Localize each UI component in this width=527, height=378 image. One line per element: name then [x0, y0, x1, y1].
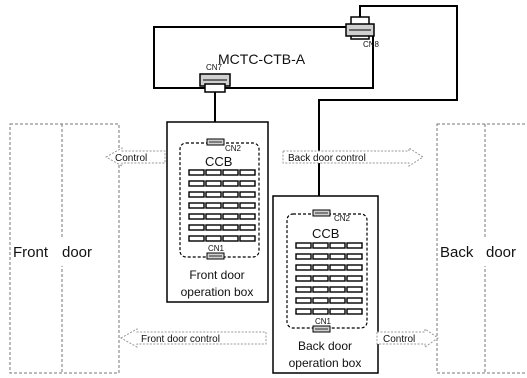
front-terminal-row	[188, 224, 256, 231]
front-cn1-label: CN1	[208, 244, 225, 253]
cn7-label: CN7	[206, 63, 223, 72]
back-terminal-row	[295, 242, 363, 249]
back-terminal-row	[295, 275, 363, 282]
front-terminal-row	[188, 191, 256, 198]
front-box-caption-2: operation box	[181, 285, 254, 299]
front-door-control-arrow: Front door control	[119, 328, 267, 348]
cn8-connector	[345, 16, 375, 40]
back-cn2-connector	[312, 209, 331, 217]
front-terminal-row	[188, 202, 256, 209]
front-box-caption-1: Front door	[189, 268, 244, 282]
cable-cn8-to-back-box	[318, 5, 458, 210]
back-cn1-connector	[312, 325, 331, 333]
mctc-ctb-a-board	[153, 26, 374, 89]
front-terminal-row	[188, 213, 256, 220]
back-terminal-row	[295, 253, 363, 260]
back-door-control-label: Back door control	[288, 153, 366, 164]
back-door-word2: door	[486, 244, 516, 261]
back-ccb-title: CCB	[312, 226, 339, 241]
front-door-word1: Front	[13, 244, 49, 261]
front-cn1-connector	[206, 252, 225, 260]
front-terminal-grid	[188, 169, 256, 242]
front-door-control-label: Front door control	[141, 334, 220, 345]
back-control-arrow: Control	[376, 328, 439, 348]
board-label: MCTC-CTB-A	[218, 51, 306, 67]
front-cn2-connector	[206, 138, 225, 146]
front-ccb-title: CCB	[205, 154, 232, 169]
back-cn1-label: CN1	[315, 317, 332, 326]
cn7-connector	[199, 73, 231, 93]
front-terminal-row	[188, 235, 256, 242]
back-door-word1: Back	[440, 244, 474, 261]
back-terminal-row	[295, 297, 363, 304]
front-terminal-row	[188, 169, 256, 176]
back-box-caption-1: Back door	[298, 339, 352, 353]
back-terminal-row	[295, 264, 363, 271]
back-box-caption-2: operation box	[289, 356, 362, 370]
front-cn2-label: CN2	[225, 144, 242, 153]
back-terminal-row	[295, 308, 363, 315]
front-terminal-row	[188, 180, 256, 187]
front-control-label: Control	[115, 153, 147, 164]
cn8-label: CN8	[363, 40, 380, 49]
back-terminal-row	[295, 286, 363, 293]
back-cn2-label: CN2	[334, 214, 351, 223]
back-door-control-arrow: Back door control	[282, 147, 424, 167]
back-control-label: Control	[383, 334, 415, 345]
front-control-arrow: Control	[104, 147, 166, 167]
back-terminal-grid	[295, 242, 363, 315]
front-door-word2: door	[62, 244, 92, 261]
